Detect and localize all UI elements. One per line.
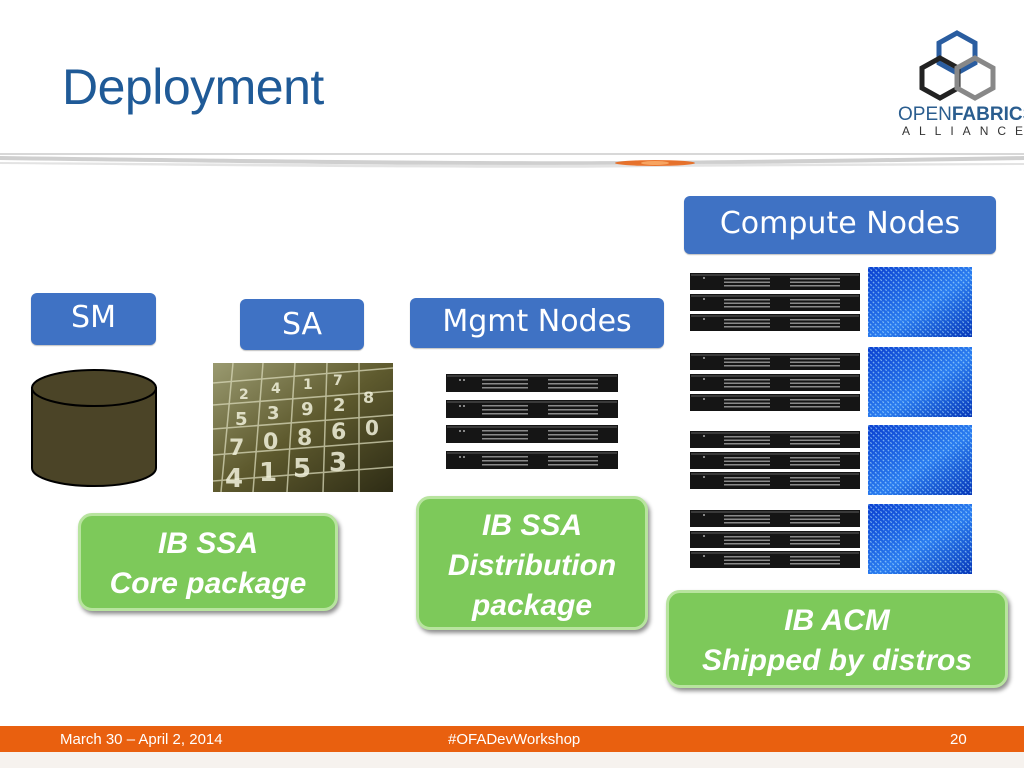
- server-icon: [690, 394, 860, 411]
- server-icon: [446, 400, 618, 418]
- ib-acm-box: IB ACM Shipped by distros: [666, 590, 1008, 688]
- package-subtitle: Core package: [109, 567, 307, 600]
- package-subtitle: Shipped by distros: [701, 644, 973, 677]
- package-title: IB ACM: [784, 604, 890, 637]
- footer-bar: March 30 – April 2, 2014 #OFADevWorkshop…: [0, 726, 1024, 752]
- svg-text:5: 5: [235, 409, 248, 430]
- sm-label: SM: [31, 293, 156, 345]
- svg-text:3: 3: [329, 448, 347, 478]
- package-subtitle: Distribution: [447, 549, 617, 582]
- package-subtitle: package: [471, 589, 593, 622]
- svg-text:8: 8: [363, 388, 374, 407]
- server-icon: [446, 425, 618, 443]
- ib-ssa-core-package-box: IB SSA Core package: [78, 513, 338, 611]
- server-icon: [690, 472, 860, 489]
- svg-text:4: 4: [225, 464, 243, 492]
- server-icon: [690, 451, 860, 469]
- server-icon: [690, 373, 860, 391]
- svg-text:3: 3: [267, 403, 280, 424]
- server-icon: [690, 353, 860, 370]
- svg-text:0: 0: [365, 416, 379, 440]
- server-icon: [690, 431, 860, 448]
- svg-text:2: 2: [239, 387, 249, 403]
- server-icon: [690, 273, 860, 290]
- footer-hashtag: #OFADevWorkshop: [448, 731, 581, 748]
- openfabrics-logo-icon: [919, 30, 996, 101]
- logo-word-open: OPEN: [898, 104, 952, 125]
- svg-text:7: 7: [229, 436, 244, 461]
- ib-ssa-distribution-package-box: IB SSA Distribution package: [416, 496, 648, 630]
- data-screen-image-icon: [868, 267, 972, 337]
- database-icon: [31, 369, 157, 487]
- logo-wordmark: OPENFABRICS: [898, 104, 1024, 126]
- data-screen-image-icon: [868, 504, 972, 574]
- svg-text:1: 1: [259, 458, 277, 488]
- svg-text:7: 7: [333, 373, 343, 389]
- svg-text:5: 5: [293, 454, 311, 484]
- server-icon: [690, 510, 860, 527]
- slide-title: Deployment: [62, 59, 324, 115]
- server-icon: [690, 530, 860, 548]
- svg-text:8: 8: [297, 426, 312, 451]
- package-title: IB SSA: [157, 527, 259, 560]
- mgmt-nodes-label: Mgmt Nodes: [410, 298, 664, 348]
- svg-text:1: 1: [303, 377, 313, 393]
- server-icon: [690, 314, 860, 331]
- sa-label: SA: [240, 299, 364, 350]
- data-screen-image-icon: [868, 425, 972, 495]
- package-title: IB SSA: [481, 509, 583, 542]
- data-screen-image-icon: [868, 347, 972, 417]
- svg-text:2: 2: [333, 395, 346, 416]
- footer-date: March 30 – April 2, 2014: [60, 731, 223, 748]
- server-icon: [446, 451, 618, 469]
- compute-nodes-label: Compute Nodes: [684, 196, 996, 254]
- logo-word-fabrics: FABRICS: [951, 104, 1024, 125]
- server-icon: [446, 374, 618, 392]
- footer-strip: [0, 752, 1024, 768]
- svg-text:4: 4: [271, 381, 281, 397]
- svg-text:9: 9: [301, 399, 314, 420]
- header-divider: [0, 153, 1024, 168]
- logo-subtitle: ALLIANCE: [902, 124, 1024, 138]
- page-number: 20: [950, 731, 967, 748]
- svg-text:6: 6: [331, 420, 346, 445]
- server-icon: [690, 293, 860, 311]
- server-icon: [690, 551, 860, 568]
- svg-text:0: 0: [263, 430, 278, 455]
